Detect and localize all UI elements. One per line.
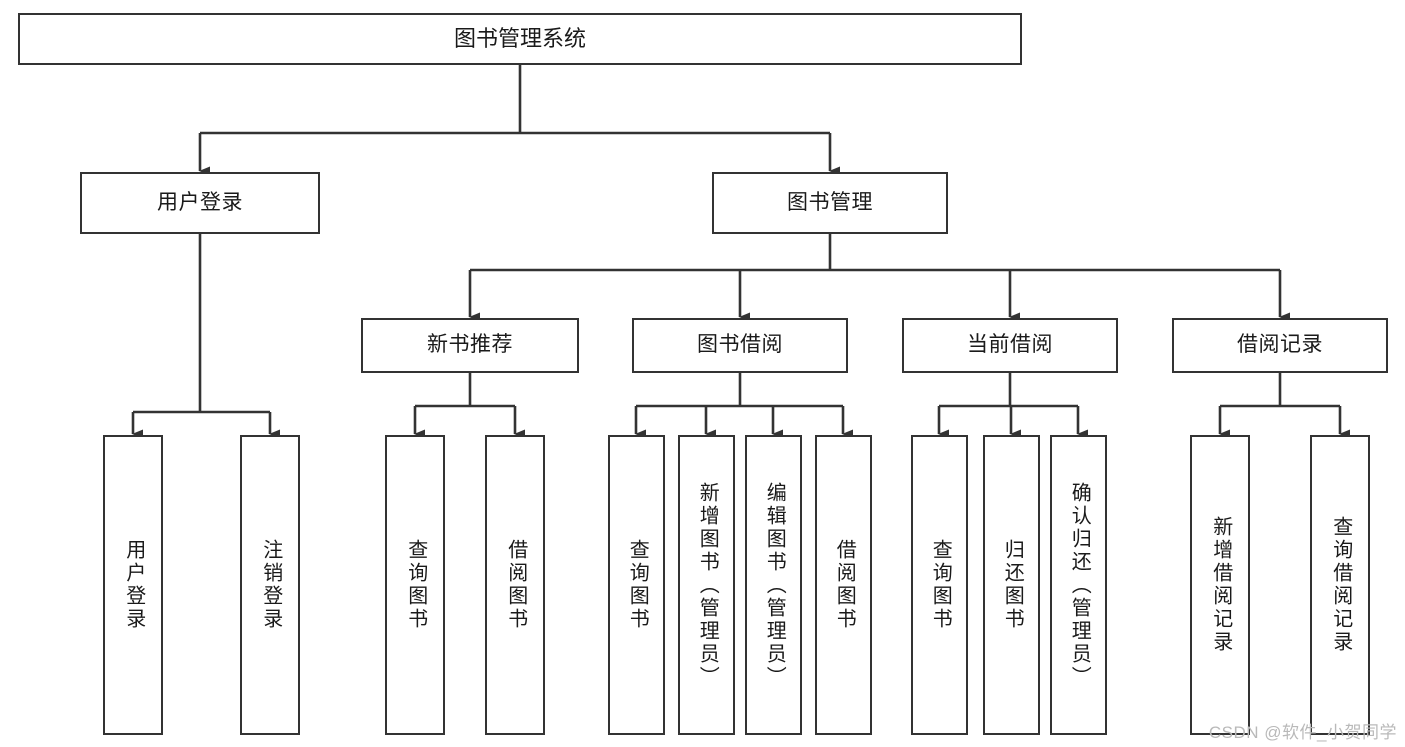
node-leaf-logout[interactable]: 注销登录: [240, 435, 300, 735]
node-label: 借阅记录: [1237, 333, 1323, 357]
node-current-borrow[interactable]: 当前借阅: [902, 318, 1118, 373]
node-leaf-add-book[interactable]: 新增图书（管理员）: [678, 435, 735, 735]
node-borrow-record[interactable]: 借阅记录: [1172, 318, 1388, 373]
node-label: 借阅图书: [833, 539, 856, 631]
node-root-system[interactable]: 图书管理系统: [18, 13, 1022, 65]
node-new-book-recommend[interactable]: 新书推荐: [361, 318, 579, 373]
node-leaf-borrow-book-1[interactable]: 借阅图书: [485, 435, 545, 735]
node-label: 新增图书（管理员）: [696, 481, 719, 689]
node-label: 新书推荐: [427, 333, 513, 357]
node-label: 确认归还（管理员）: [1068, 481, 1091, 689]
node-label: 编辑图书（管理员）: [763, 481, 786, 689]
node-leaf-borrow-book-2[interactable]: 借阅图书: [815, 435, 872, 735]
node-leaf-query-book-2[interactable]: 查询图书: [608, 435, 665, 735]
node-leaf-add-borrow-record[interactable]: 新增借阅记录: [1190, 435, 1250, 735]
node-label: 查询图书: [929, 539, 952, 631]
node-book-manage[interactable]: 图书管理: [712, 172, 948, 234]
node-label: 借阅图书: [504, 539, 527, 631]
node-leaf-user-login[interactable]: 用户登录: [103, 435, 163, 735]
node-leaf-query-book-3[interactable]: 查询图书: [911, 435, 968, 735]
node-label: 图书管理系统: [453, 26, 586, 52]
node-label: 注销登录: [259, 539, 282, 631]
node-label: 归还图书: [1001, 539, 1024, 631]
node-label: 用户登录: [122, 539, 145, 631]
node-label: 查询图书: [404, 539, 427, 631]
node-label: 新增借阅记录: [1209, 516, 1232, 654]
node-leaf-query-borrow-record[interactable]: 查询借阅记录: [1310, 435, 1370, 735]
watermark-credit: CSDN @软件_小贺同学: [1208, 723, 1397, 742]
node-label: 当前借阅: [967, 333, 1053, 357]
node-leaf-confirm-return[interactable]: 确认归还（管理员）: [1050, 435, 1107, 735]
node-label: 图书管理: [787, 190, 873, 214]
node-leaf-query-book-1[interactable]: 查询图书: [385, 435, 445, 735]
node-label: 查询图书: [626, 539, 649, 631]
node-label: 查询借阅记录: [1329, 516, 1352, 654]
node-label: 图书借阅: [697, 333, 783, 357]
node-user-login[interactable]: 用户登录: [80, 172, 320, 234]
node-book-borrow[interactable]: 图书借阅: [632, 318, 848, 373]
node-label: 用户登录: [157, 190, 243, 214]
node-leaf-edit-book[interactable]: 编辑图书（管理员）: [745, 435, 802, 735]
node-leaf-return-book[interactable]: 归还图书: [983, 435, 1040, 735]
